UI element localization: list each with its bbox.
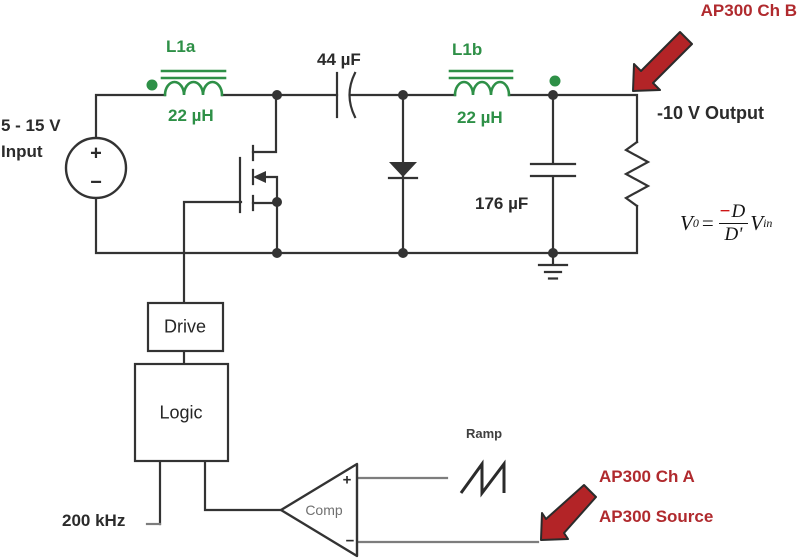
load-resistor-symbol [623, 140, 651, 208]
formula-v0-sub: 0 [692, 215, 699, 230]
mosfet-body-arrow-icon [253, 171, 266, 183]
coupling-cap-value: 44 µF [317, 50, 361, 69]
output-capacitor-symbol [529, 93, 577, 255]
comparator-plus-input-label: + [342, 471, 352, 489]
inductor-l1a-symbol [146, 69, 227, 97]
control-wiring [145, 349, 283, 526]
l1b-polarity-dot-icon [549, 75, 561, 87]
source-minus-sign: − [90, 171, 102, 194]
annotation-ap300-source: AP300 Source [599, 507, 714, 526]
ramp-label: Ramp [466, 426, 503, 441]
formula-vin-sub: in [763, 215, 773, 230]
l1b-value: 22 µH [457, 108, 503, 127]
formula-vin: V [750, 210, 764, 235]
comparator-label: Comp [305, 501, 343, 518]
l1b-label: L1b [452, 40, 483, 59]
output-cap-value: 176 µF [475, 194, 529, 213]
logic-block-label: Logic [159, 402, 203, 423]
formula-denominator: D' [724, 223, 743, 245]
l1a-polarity-dot-icon [146, 79, 158, 91]
diode-symbol [387, 93, 419, 255]
l1a-label: L1a [166, 37, 196, 56]
formula-v0: V [680, 210, 693, 235]
mosfet-symbol [182, 93, 279, 305]
inductor-l1b-symbol [448, 69, 561, 97]
formula-numerator: −D [718, 201, 749, 224]
drive-block [146, 301, 225, 353]
input-voltage-source-symbol [64, 136, 128, 200]
annotation-ap300-ch-a: AP300 Ch A [599, 467, 695, 486]
comparator-symbol [279, 462, 540, 558]
switching-frequency-label: 200 kHz [62, 511, 126, 530]
l1a-value: 22 µH [168, 106, 214, 125]
coupling-capacitor-symbol [335, 71, 357, 119]
annotation-ap300-ch-b: AP300 Ch B [700, 1, 797, 20]
ap300-cha-arrow-icon [540, 484, 597, 541]
formula-equals: = [701, 210, 714, 235]
ramp-waveform-icon [459, 459, 506, 498]
output-voltage-label: -10 V Output [657, 103, 764, 123]
comparator-minus-input-label: − [345, 532, 355, 550]
source-plus-sign: + [90, 142, 102, 165]
formula-minus-sign: − [719, 201, 731, 222]
input-label: Input [1, 142, 43, 161]
drive-block-label: Drive [163, 316, 207, 337]
input-voltage-label: 5 - 15 V [1, 116, 61, 135]
logic-block [133, 362, 230, 463]
formula-d: D [731, 201, 746, 222]
formula-fraction: −D D' [718, 201, 749, 245]
ap300-chb-arrow-icon [632, 31, 693, 92]
junction-dots [272, 90, 558, 258]
